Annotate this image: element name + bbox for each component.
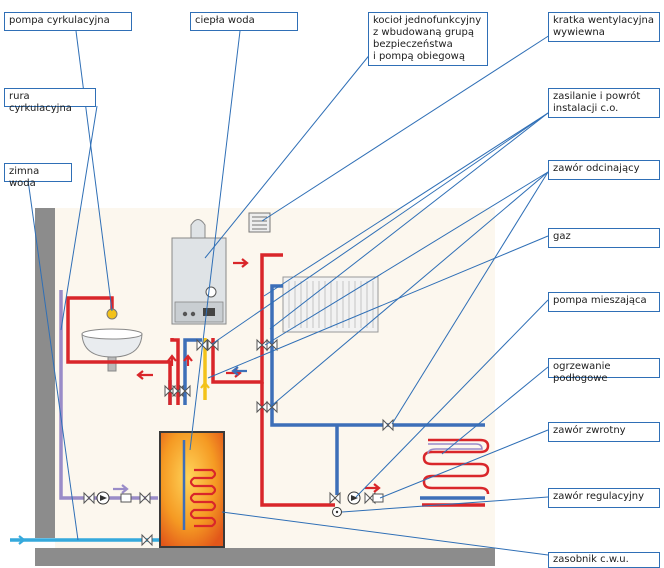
label-zawor-zwrotny: zawór zwrotny (548, 422, 660, 442)
label-zasilanie: zasilanie i powrót instalacji c.o. (548, 88, 660, 118)
boiler-icon (171, 219, 227, 325)
wall (35, 208, 55, 538)
floor (35, 548, 495, 566)
vent-grille-icon (248, 212, 271, 233)
label-zawor-regulacyjny: zawór regulacyjny (548, 488, 660, 508)
tank-icon (159, 431, 225, 548)
room-background (55, 208, 495, 548)
check-valve-icon (120, 493, 132, 503)
check-valve-icon (372, 493, 384, 503)
return-pipes (168, 284, 485, 500)
label-pompa-cyrkulacyjna: pompa cyrkulacyjna (4, 12, 132, 31)
label-rura-cyrkulacyjna: rura cyrkulacyjna (4, 88, 96, 114)
sink-icon (81, 328, 143, 372)
leader-lines (27, 30, 551, 556)
arrow-icon (10, 258, 381, 545)
label-ogrzewanie-podlogowe: ogrzewanie podłogowe (548, 358, 660, 384)
label-ciepla-woda: ciepła woda (190, 12, 298, 31)
label-kociol: kocioł jednofunkcyjny z wbudowaną grupą … (368, 12, 488, 66)
label-zimna-woda: zimna woda (4, 163, 72, 189)
label-zasobnik: zasobnik c.w.u. (548, 552, 660, 568)
label-kratka-wentylacyjna: kratka wentylacyjna wywiewna (548, 12, 660, 42)
floor-heating-coil-icon (422, 438, 490, 495)
label-pompa-mieszajaca: pompa mieszająca (548, 292, 660, 312)
label-gaz: gaz (548, 228, 660, 248)
label-zawor-odcinajacy: zawór odcinający (548, 160, 660, 180)
pump-icon (96, 491, 361, 517)
